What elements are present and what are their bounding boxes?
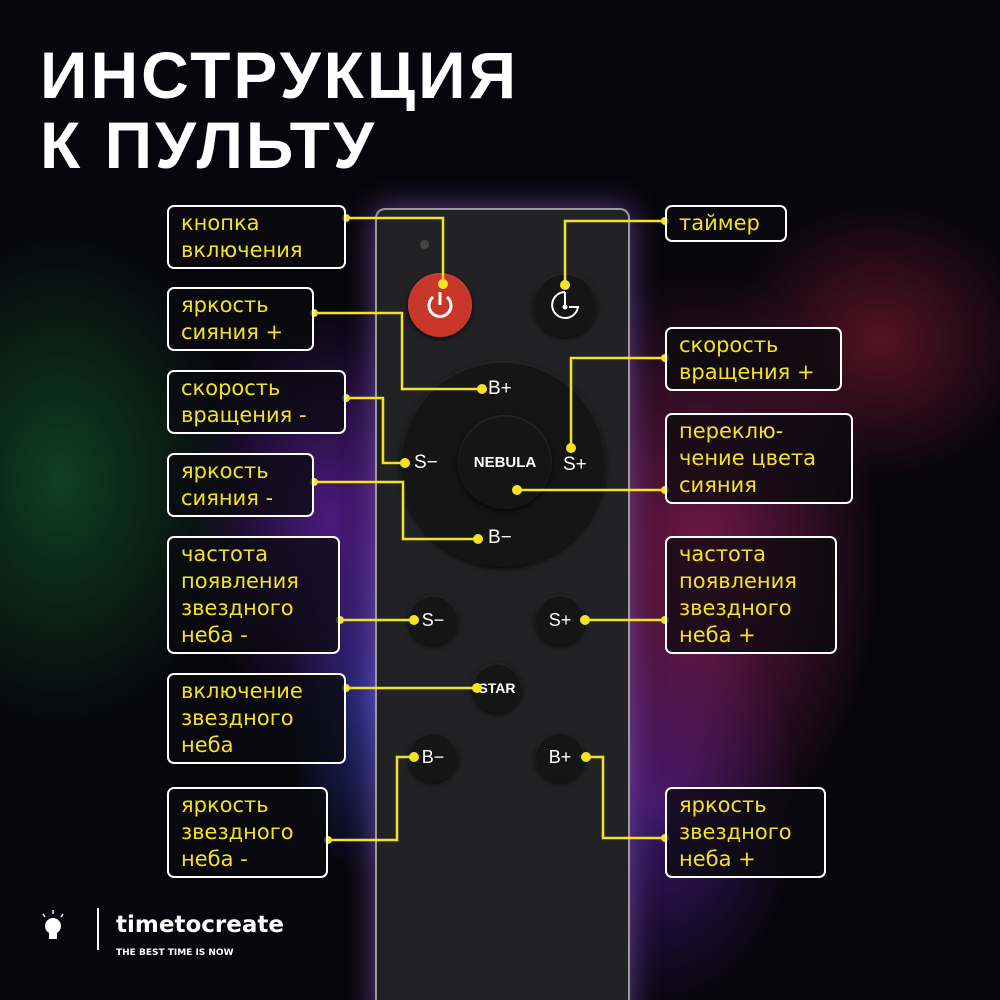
callout-line [346, 216, 445, 284]
brand-slogan: THE BEST TIME IS NOW [116, 948, 234, 958]
s-plus-button[interactable]: S+ [535, 595, 585, 645]
callout-line [569, 356, 665, 448]
label-rotation-up: скорость вращения + [665, 327, 842, 391]
label-timer: таймер [665, 205, 787, 242]
logo-divider [97, 908, 99, 950]
timer-icon [551, 291, 580, 319]
label-star-frequency-down: частота появления звездного неба - [167, 536, 340, 654]
label-rotation-down: скорость вращения - [167, 370, 346, 434]
b-minus-button[interactable]: B− [408, 732, 458, 782]
label-nebula-brightness-down: яркость сияния - [167, 453, 314, 517]
callout-line [314, 311, 482, 391]
b-plus-button[interactable]: B+ [535, 732, 585, 782]
callout-line [586, 755, 665, 840]
lightbulb-logo-icon [42, 910, 64, 939]
ring-s-plus-button[interactable]: S+ [563, 454, 587, 475]
nebula-button[interactable]: NEBULA [458, 415, 552, 509]
title-line-1: ИНСТРУКЦИЯ [40, 38, 520, 112]
title-line-2: К ПУЛЬТУ [40, 108, 378, 182]
label-nebula-brightness-up: яркость сияния + [167, 287, 314, 351]
label-star-brightness-down: яркость звездного неба - [167, 787, 328, 878]
ring-b-minus-button[interactable]: B− [488, 527, 512, 548]
label-star-brightness-up: яркость звездного неба + [665, 787, 826, 878]
brand-name: timetocreate [116, 912, 284, 938]
label-star-frequency-up: частота появления звездного неба + [665, 536, 837, 654]
label-star-on: включение звездного неба [167, 673, 346, 764]
ring-b-plus-button[interactable]: B+ [488, 378, 512, 399]
label-power: кнопка включения [167, 205, 346, 269]
indicator-led [420, 240, 429, 249]
callout-line [346, 396, 405, 465]
power-icon [427, 292, 453, 318]
ring-s-minus-button[interactable]: S− [414, 452, 438, 473]
label-color-switch: переклю- чение цвета сияния [665, 413, 853, 504]
callout-line [328, 755, 414, 842]
callout-line [314, 480, 478, 541]
callout-line [563, 219, 665, 285]
